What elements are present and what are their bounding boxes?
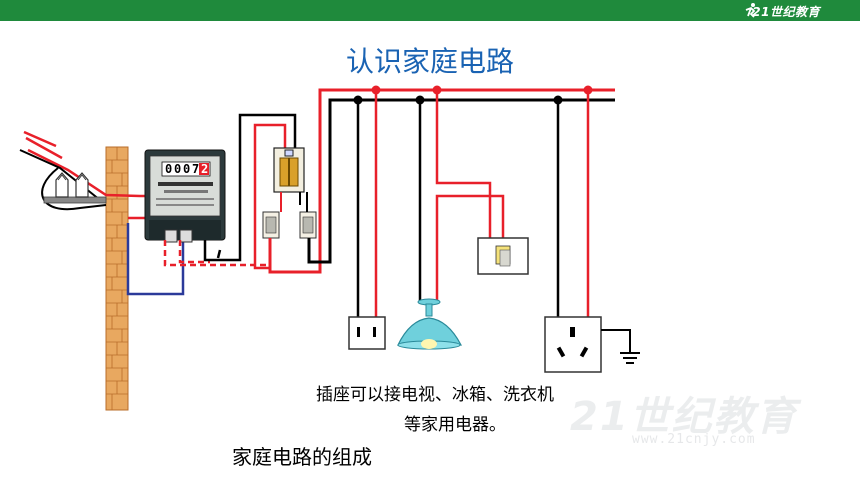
fuse-blocks xyxy=(262,211,317,239)
runner-logo-icon xyxy=(745,3,756,18)
junction-dots xyxy=(353,85,593,105)
lamp-branch xyxy=(397,90,529,350)
watermark-url: www.21cnjy.com xyxy=(632,432,756,447)
section-subtitle: 家庭电路的组成 xyxy=(232,445,372,469)
main-switch xyxy=(273,147,305,193)
page-title: 认识家庭电路 xyxy=(345,45,514,78)
meter-digit: 0 xyxy=(165,162,172,176)
meter-digit: 0 xyxy=(183,162,190,176)
main-distribution-wires xyxy=(268,88,615,274)
brick-wall xyxy=(105,146,129,411)
caption-line-2: 等家用电器。 xyxy=(404,415,506,435)
meter-digit: 0 xyxy=(174,162,181,176)
watermark-logo: 21世纪教育 xyxy=(570,394,798,440)
meter-digit: 2 xyxy=(201,162,208,176)
socket-branch-1 xyxy=(348,90,386,350)
top-banner xyxy=(0,0,860,21)
brand-logo-text: 21世纪教育 xyxy=(752,5,820,19)
incoming-service-wires xyxy=(19,130,185,296)
ground-symbol-icon xyxy=(620,352,640,364)
meter-digit: 7 xyxy=(192,162,199,176)
socket-branch-2 xyxy=(544,90,640,373)
ceiling-lamp-icon xyxy=(397,317,462,346)
caption-line-1: 插座可以接电视、冰箱、洗衣机 xyxy=(316,385,554,405)
meter-reading-display: 0 0 0 7 2 xyxy=(165,162,209,176)
meter-output-wires xyxy=(163,113,297,270)
electricity-meter: 0 0 0 7 2 xyxy=(144,149,226,243)
